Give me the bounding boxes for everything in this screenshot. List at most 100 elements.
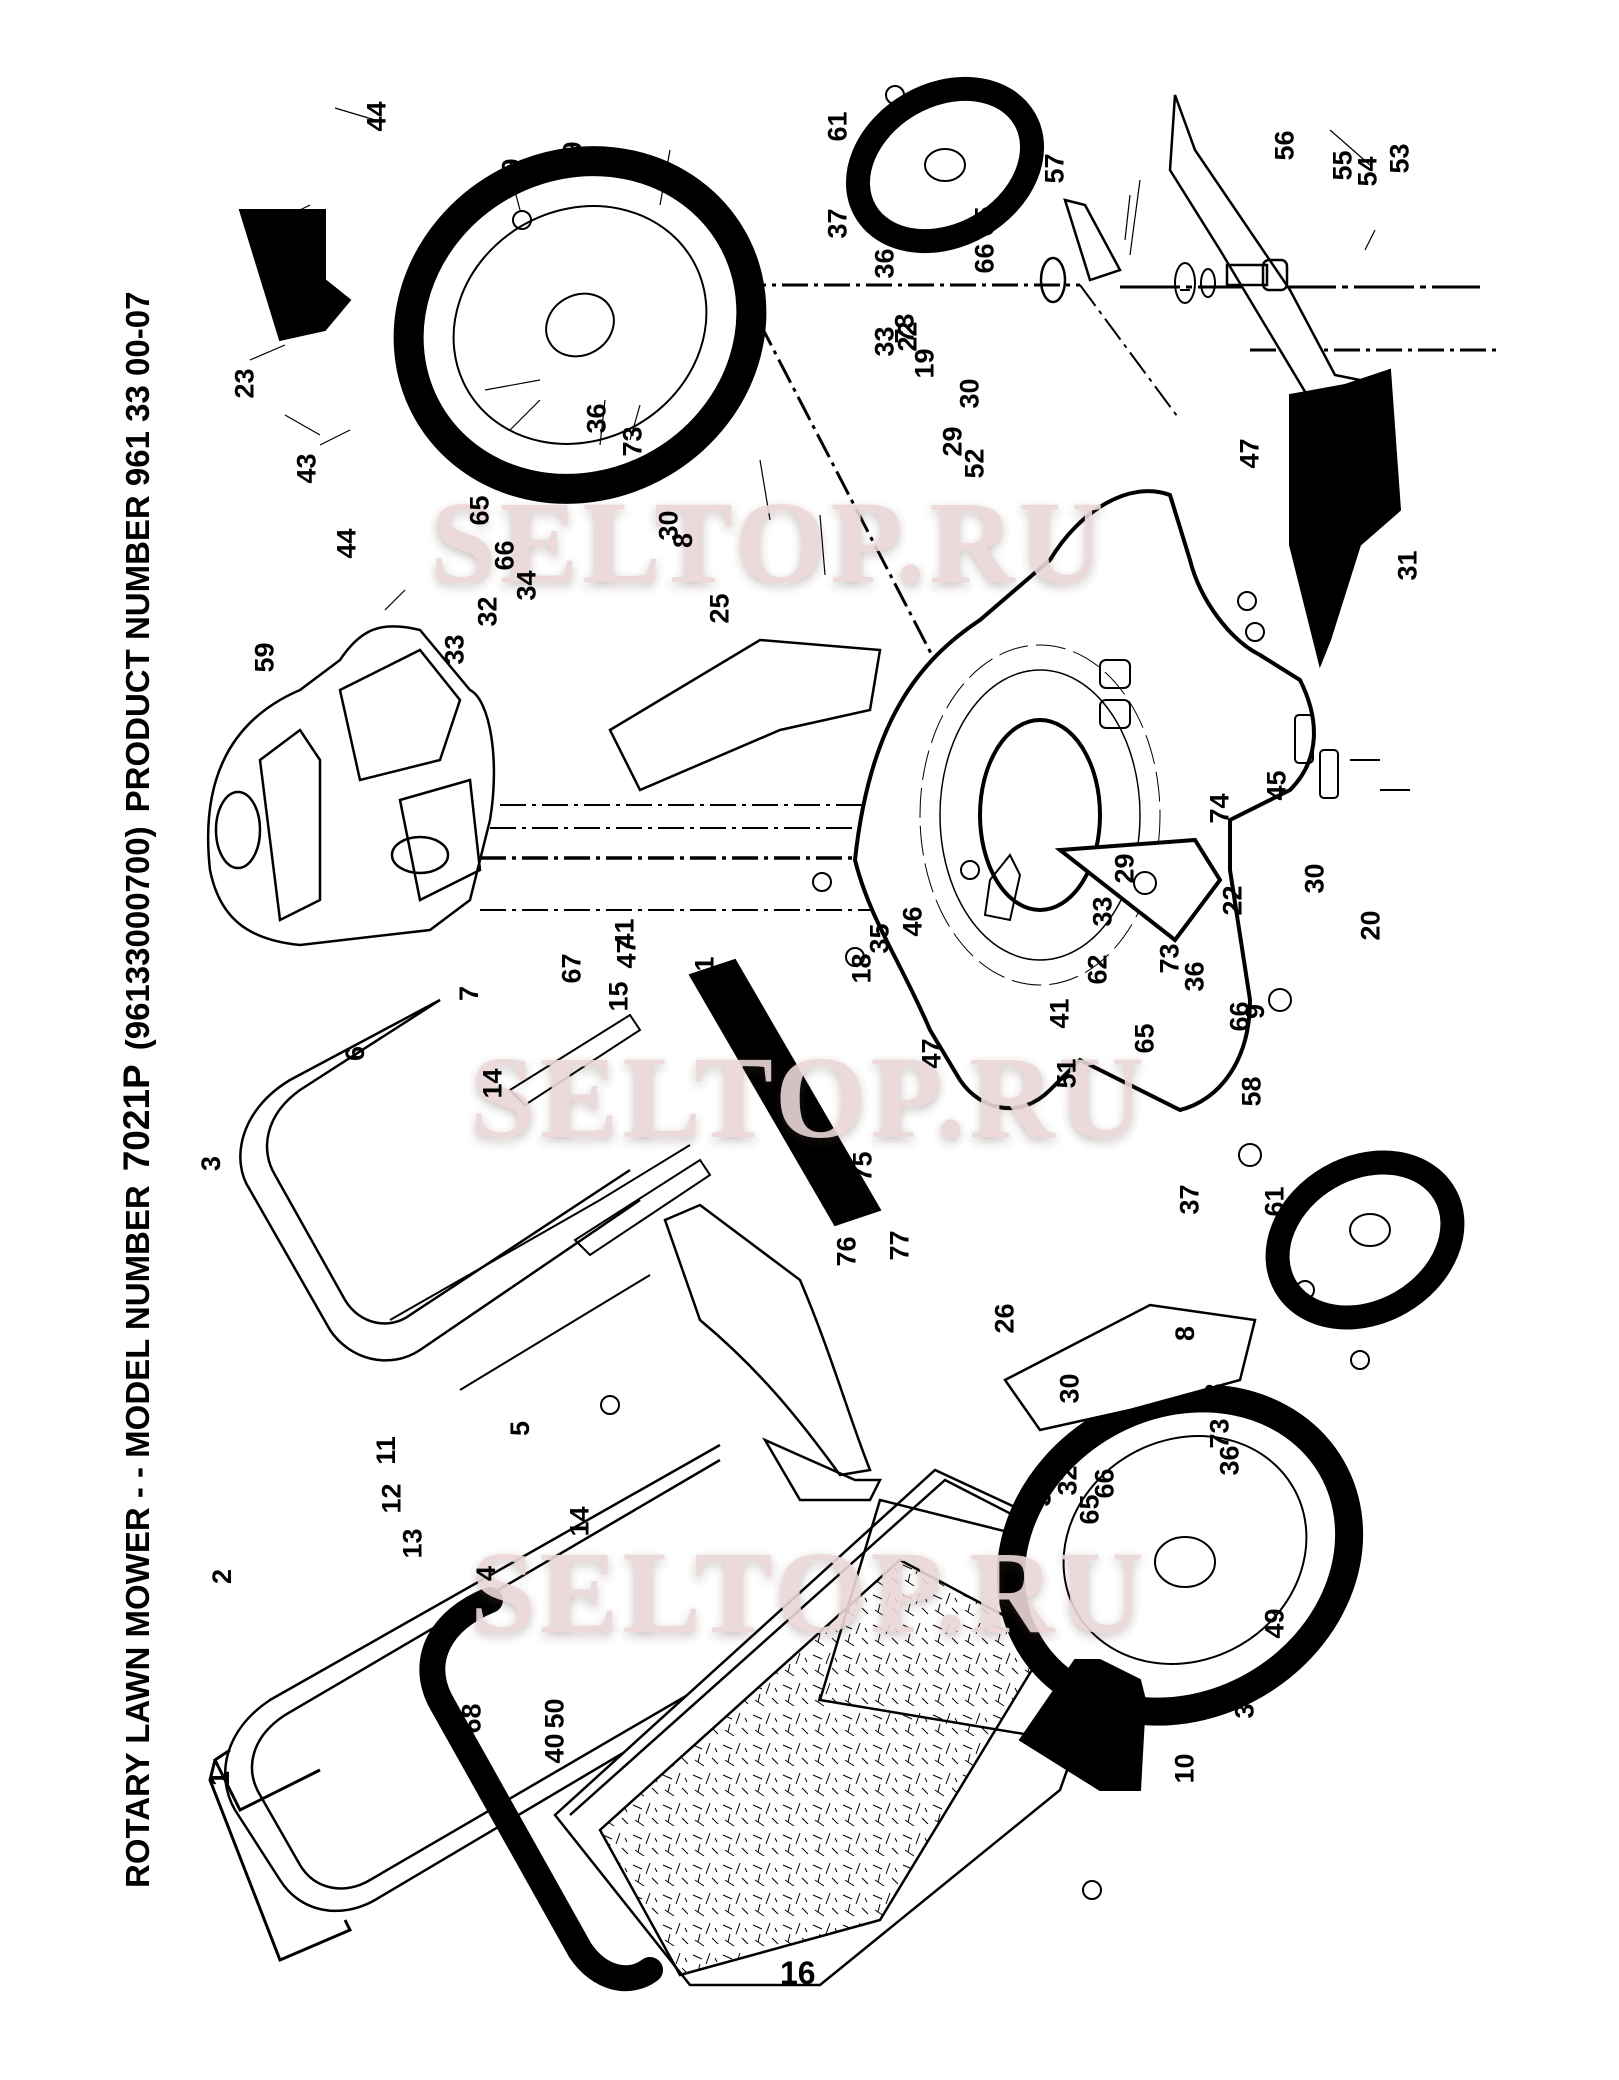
callout-12: 12 <box>376 1483 407 1514</box>
engine <box>206 625 496 947</box>
callout-61: 61 <box>1259 1186 1290 1217</box>
callout-33: 33 <box>1026 1476 1057 1507</box>
callout-35: 35 <box>864 923 895 954</box>
callout-11: 11 <box>370 1436 401 1465</box>
rear-flap <box>1289 368 1402 669</box>
callout-15: 15 <box>603 981 634 1012</box>
blade-adapter <box>1063 198 1122 282</box>
page-number: 16 <box>780 1955 816 1991</box>
callout-73: 73 <box>1204 1418 1235 1449</box>
callout-6: 6 <box>340 1045 371 1062</box>
callout-18: 18 <box>846 953 877 984</box>
callout-13: 13 <box>397 1528 428 1559</box>
height-adjuster-25 <box>608 638 882 792</box>
callout-22: 22 <box>1217 885 1248 916</box>
callout-47: 47 <box>611 938 642 969</box>
callout-34: 34 <box>511 570 542 601</box>
washer-54 <box>1200 268 1216 298</box>
callout-46: 46 <box>897 906 928 937</box>
callout-30: 30 <box>1299 863 1330 894</box>
callout-65: 65 <box>1074 1494 1105 1525</box>
callout-41: 41 <box>1044 998 1075 1029</box>
callout-23: 23 <box>229 368 260 399</box>
callout-77: 77 <box>884 1230 915 1261</box>
callout-36: 36 <box>581 403 612 434</box>
callout-66: 66 <box>489 540 520 571</box>
callout-21: 21 <box>689 956 720 987</box>
callout-2: 2 <box>207 1568 238 1585</box>
callout-36: 36 <box>1179 961 1210 992</box>
callout-50: 50 <box>539 1698 570 1729</box>
callout-47: 47 <box>916 1038 947 1069</box>
callout-14: 14 <box>564 1506 595 1537</box>
callout-49: 49 <box>557 141 588 172</box>
callout-67: 67 <box>556 953 587 984</box>
callout-43: 43 <box>291 453 322 484</box>
handle-grip <box>419 1587 663 1992</box>
leader-lines <box>249 107 1376 611</box>
handle-arm <box>459 1158 712 1391</box>
callout-51: 51 <box>1051 1058 1082 1089</box>
callout-57: 57 <box>1039 153 1070 184</box>
callout-30: 30 <box>954 378 985 409</box>
discharge-chute <box>663 1203 872 1477</box>
callout-8: 8 <box>668 532 699 549</box>
callout-7: 7 <box>454 985 485 1002</box>
front-wheel-bottom <box>1265 1150 1465 1330</box>
callout-66: 66 <box>1224 1001 1255 1032</box>
washer-55 <box>1174 262 1196 304</box>
callout-44: 44 <box>361 101 392 132</box>
callout-4: 4 <box>471 1565 502 1582</box>
callout-37: 37 <box>1174 1184 1205 1215</box>
blade-bolt-head <box>1261 258 1289 292</box>
blade-bolt-45 <box>1350 759 1410 791</box>
watermark: SELTOP.RU <box>470 1032 1148 1163</box>
callout-10: 10 <box>1169 1753 1200 1784</box>
callout-52: 52 <box>959 448 990 479</box>
callout-44: 44 <box>331 528 362 559</box>
lower-handle <box>223 1443 781 1913</box>
callout-39: 39 <box>496 158 527 189</box>
callout-47: 47 <box>1234 438 1265 469</box>
rear-wheel-bottom <box>996 1384 1364 1726</box>
rear-wheel-top <box>393 146 767 504</box>
callout-30: 30 <box>1054 1373 1085 1404</box>
callout-19: 19 <box>909 348 940 379</box>
callout-48: 48 <box>1199 1383 1230 1414</box>
callout-36: 36 <box>869 248 900 279</box>
model-code: (96133000700) <box>119 826 156 1051</box>
chute-lever <box>761 1437 883 1502</box>
callout-36: 36 <box>1214 1445 1245 1476</box>
front-wheel-top <box>845 76 1045 254</box>
hardware <box>512 85 1370 1900</box>
rear-deflector <box>1018 1659 1147 1791</box>
page-title: ROTARY LAWN MOWER - - MODEL NUMBER7021P(… <box>116 278 157 1888</box>
callout-65: 65 <box>969 206 1000 237</box>
callout-1: 1 <box>205 1770 236 1787</box>
upper-handle <box>239 998 641 1362</box>
callout-45: 45 <box>1261 770 1292 801</box>
callout-59: 59 <box>249 642 280 673</box>
adapter-hub <box>1039 256 1067 304</box>
roller <box>688 958 882 1227</box>
callout-37: 37 <box>822 208 853 239</box>
callout-29: 29 <box>1109 853 1140 884</box>
handle-arm <box>389 1013 691 1321</box>
callout-49: 49 <box>1259 1608 1290 1639</box>
product-number: PRODUCT NUMBER 961 33 00-07 <box>119 291 156 813</box>
bail-rod <box>208 1748 353 1962</box>
model-number: 7021P <box>116 1064 157 1172</box>
callout-75: 75 <box>847 1151 878 1182</box>
mower-deck <box>852 489 1316 1113</box>
callout-25: 25 <box>704 593 735 624</box>
callout-40: 40 <box>539 1733 570 1764</box>
callout-39: 39 <box>1229 1688 1260 1719</box>
callout-14: 14 <box>477 1068 508 1099</box>
height-adjuster-26 <box>1003 1303 1257 1432</box>
rear-door <box>238 209 352 342</box>
callout-26: 26 <box>989 1303 1020 1334</box>
callout-61: 61 <box>822 111 853 142</box>
callout-66: 66 <box>969 243 1000 274</box>
callout-58: 58 <box>1236 1076 1267 1107</box>
